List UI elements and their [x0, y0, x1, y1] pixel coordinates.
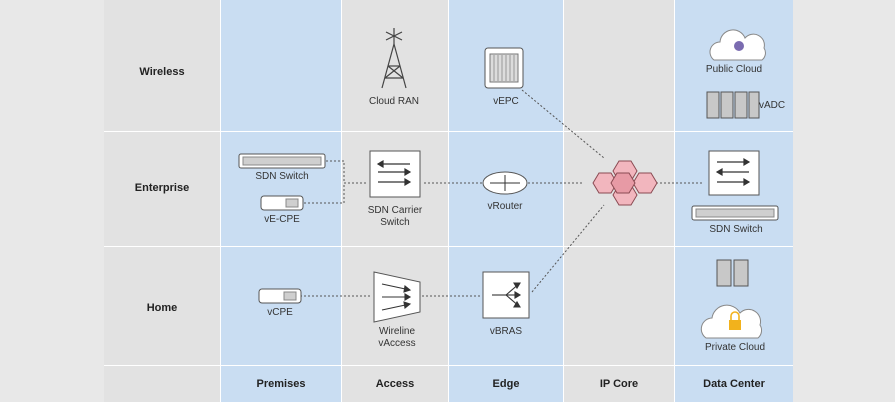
- band-labels: [104, 0, 220, 402]
- label-vadc: vADC: [759, 100, 786, 111]
- cell-tower-icon: [381, 28, 407, 89]
- band-access: [342, 0, 448, 402]
- vbras-icon: [482, 271, 530, 319]
- vadc-server-icon: [706, 91, 760, 119]
- row-divider: [104, 246, 793, 247]
- sdn-switch-icon: [238, 153, 326, 169]
- label-sdn-switch-premises: SDN Switch: [255, 171, 309, 182]
- ve-cpe-icon: [260, 195, 304, 211]
- label-vbras: vBRAS: [489, 326, 523, 337]
- label-cloud-ran: Cloud RAN: [368, 96, 420, 107]
- label-wireline-line1: Wireline: [378, 326, 416, 337]
- dc-rack-switch-icon: [691, 205, 779, 221]
- label-sdn-carrier-line1: SDN Carrier: [367, 205, 423, 216]
- col-label-edge: Edge: [492, 378, 520, 390]
- col-label-access: Access: [375, 378, 415, 390]
- row-divider: [104, 131, 793, 132]
- ip-core-cluster-icon: [592, 160, 658, 206]
- diagram-graphics: [238, 28, 779, 339]
- sdn-carrier-switch-icon: [369, 150, 421, 198]
- label-sdn-switch-dc: SDN Switch: [709, 224, 763, 235]
- col-label-ip-core: IP Core: [599, 378, 639, 390]
- row-divider: [104, 365, 793, 366]
- label-wireline-line2: vAccess: [378, 338, 416, 349]
- vrouter-icon: [482, 171, 528, 195]
- dc-servers-icon: [716, 259, 749, 287]
- dc-sdn-switch-icon: [708, 150, 760, 196]
- col-label-data-center: Data Center: [703, 378, 765, 390]
- label-public-cloud: Public Cloud: [705, 64, 763, 75]
- private-cloud-icon: [700, 304, 763, 339]
- row-label-wireless: Wireless: [139, 66, 185, 78]
- link-sdn-switch-to-carrier: [326, 160, 366, 184]
- label-vrouter: vRouter: [487, 201, 523, 212]
- vcpe-icon: [258, 288, 302, 304]
- label-sdn-carrier-line2: Switch: [380, 217, 410, 228]
- row-label-enterprise: Enterprise: [134, 182, 190, 194]
- label-private-cloud: Private Cloud: [704, 342, 766, 353]
- link-vbras-to-core: [531, 204, 605, 293]
- wireline-vaccess-icon: [373, 271, 421, 323]
- public-cloud-icon: [709, 29, 766, 61]
- col-label-premises: Premises: [256, 378, 306, 390]
- network-diagram: Wireless Enterprise Home Premises Access…: [104, 0, 793, 402]
- vepc-chassis-icon: [484, 47, 524, 89]
- link-vecpe-to-carrier: [304, 183, 345, 204]
- left-margin: [0, 0, 104, 402]
- row-label-home: Home: [146, 302, 178, 314]
- label-ve-cpe: vE-CPE: [264, 214, 300, 225]
- right-margin: [793, 0, 895, 402]
- link-vepc-to-core: [521, 89, 605, 159]
- label-vepc: vEPC: [493, 96, 519, 107]
- label-vcpe: vCPE: [267, 307, 293, 318]
